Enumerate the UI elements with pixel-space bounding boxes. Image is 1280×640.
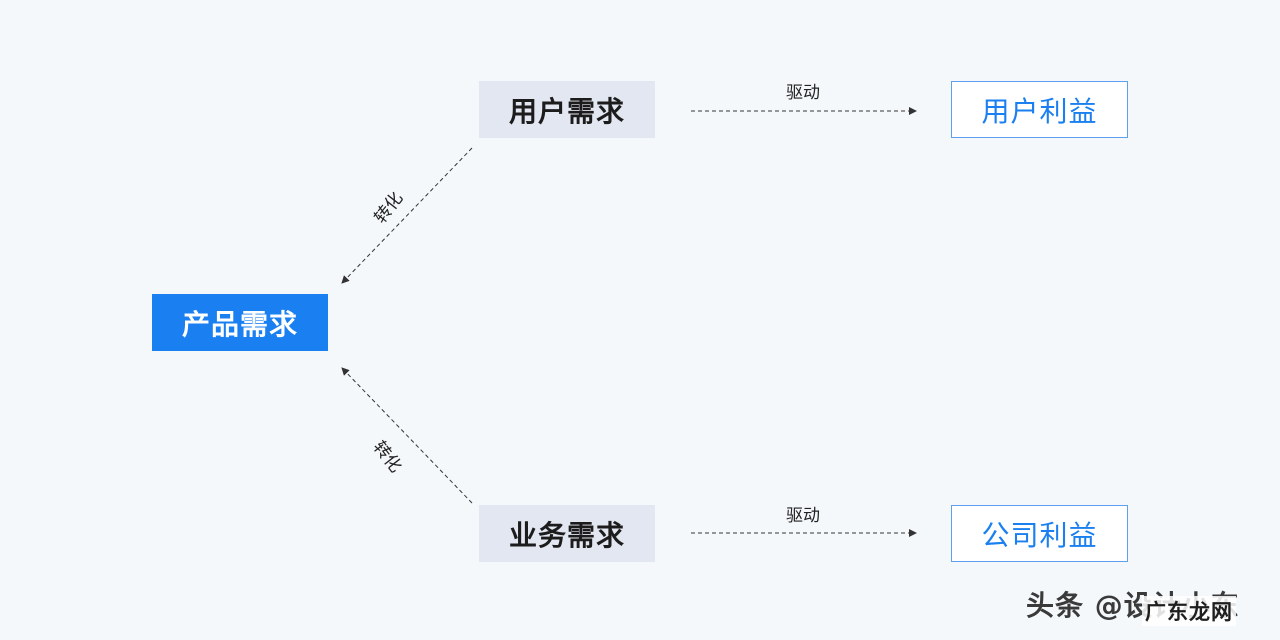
node-user-benefit-label: 用户利益 xyxy=(981,94,1098,128)
node-product-need: 产品需求 xyxy=(152,294,328,351)
node-business-need: 业务需求 xyxy=(479,505,655,562)
convert-arrow-bottom xyxy=(341,367,473,504)
node-company-benefit: 公司利益 xyxy=(951,505,1128,562)
node-company-benefit-label: 公司利益 xyxy=(981,518,1098,552)
node-user-need: 用户需求 xyxy=(479,81,655,138)
node-user-need-label: 用户需求 xyxy=(508,94,625,128)
node-user-benefit: 用户利益 xyxy=(951,81,1128,138)
node-business-need-label: 业务需求 xyxy=(508,518,625,552)
convert-arrow-top xyxy=(341,147,473,284)
watermark: 头条 @设计小东 广东龙网 xyxy=(1026,584,1240,626)
node-product-need-label: 产品需求 xyxy=(181,307,298,341)
edge-label-drive-top: 驱动 xyxy=(786,83,820,103)
watermark-overlay: 广东龙网 xyxy=(1142,596,1236,626)
edge-label-drive-bottom: 驱动 xyxy=(786,506,820,526)
